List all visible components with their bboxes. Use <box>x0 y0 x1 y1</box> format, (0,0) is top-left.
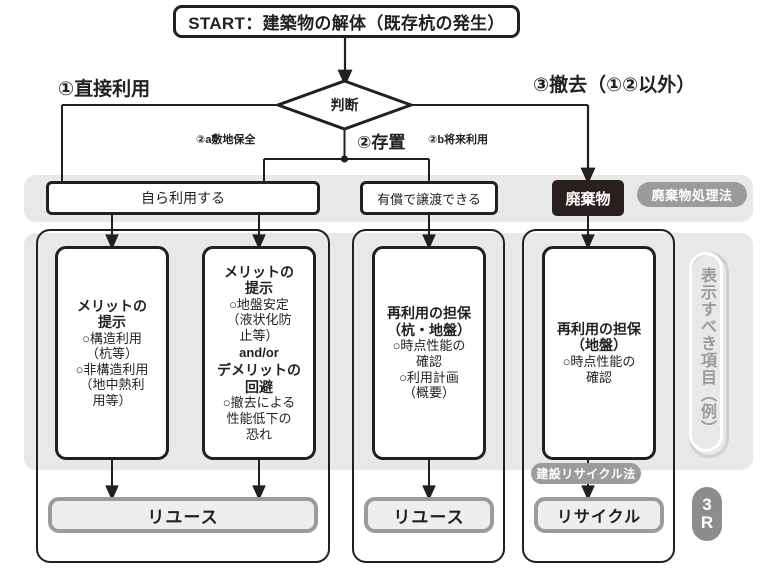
badge-construction-recycle-law: 建設リサイクル法 <box>531 463 641 484</box>
side-callout-label: 表示すべき項目（例） <box>698 267 715 437</box>
badge-3r: 3 R <box>692 487 722 541</box>
result-recycle-label: リサイクル <box>556 509 642 526</box>
column-container-remove <box>522 229 675 563</box>
side-callout-display-items: 表示すべき項目（例） <box>689 252 723 452</box>
branch-label-2a: ②a敷地保全 <box>196 134 256 146</box>
column-container-direct <box>36 229 330 563</box>
card-a-item-0: ○構造利用 <box>82 330 142 346</box>
card-b-item-top-1: （液状化防 <box>226 312 292 328</box>
branch-label-remove: ③撤去（①②以外） <box>533 75 696 96</box>
result-reuse-store-label: リユース <box>393 507 465 527</box>
result-reuse-direct: リユース <box>48 497 318 533</box>
card-b-title-3: デメリットの <box>217 362 301 379</box>
card-b-item-bot-0: ○撤去による <box>222 395 296 411</box>
card-d-item-0: ○時点性能の <box>562 353 636 369</box>
card-a-item-2: ○非構造利用 <box>75 361 149 377</box>
start-label: START：建築物の解体（既存杭の発生） <box>188 14 505 33</box>
card-a-title-1: メリットの <box>77 297 147 314</box>
box-sell: 有償で譲渡できる <box>360 181 498 215</box>
card-b-item-top-0: ○地盤安定 <box>229 296 289 312</box>
badge-construction-recycle-law-label: 建設リサイクル法 <box>536 467 636 481</box>
box-sell-label: 有償で譲渡できる <box>377 191 481 207</box>
card-b-item-bot-1: 性能低下の <box>226 411 292 427</box>
card-d-item-1: 確認 <box>585 369 612 385</box>
badge-waste-disposal-law-label: 廃棄物処理法 <box>651 188 733 203</box>
card-c-item-1: 確認 <box>415 353 442 369</box>
card-reuse-guarantee-ground: 再利用の担保 （地盤） ○時点性能の 確認 <box>542 246 656 460</box>
card-c-title-1: 再利用の担保 <box>387 305 471 322</box>
card-d-title-1: 再利用の担保 <box>557 320 641 337</box>
card-d-title-2: （地盤） <box>571 337 627 354</box>
card-b-item-bot-2: 恐れ <box>245 426 272 442</box>
card-b-title-1: メリットの <box>224 263 294 280</box>
decision-node: 判断 <box>278 81 411 129</box>
card-c-title-2: （杭・地盤） <box>387 321 471 338</box>
card-a-item-4: 用等） <box>92 392 132 408</box>
branch-label-direct: ①直接利用 <box>58 79 151 100</box>
card-reuse-guarantee-pile-ground: 再利用の担保 （杭・地盤） ○時点性能の 確認 ○利用計画 （概要） <box>372 246 486 460</box>
card-c-item-3: （概要） <box>402 385 455 401</box>
card-c-item-0: ○時点性能の <box>392 338 466 354</box>
branch-label-2b: ②b将来利用 <box>428 134 489 146</box>
branch-label-store: ②存置 <box>357 133 406 152</box>
box-self-use-label: 自ら利用する <box>141 190 225 206</box>
card-merit-structural: メリットの 提示 ○構造利用 （杭等） ○非構造利用 （地中熱利 用等） <box>55 246 169 460</box>
badge-3r-line1: 3 <box>702 495 712 515</box>
card-b-title-4: 回避 <box>245 378 273 395</box>
card-a-item-1: （杭等） <box>85 346 138 362</box>
start-box: START：建築物の解体（既存杭の発生） <box>173 5 520 38</box>
box-waste-label: 廃棄物 <box>565 190 611 208</box>
card-c-item-2: ○利用計画 <box>399 369 459 385</box>
card-b-item-top-2: 止等） <box>239 327 279 343</box>
result-recycle: リサイクル <box>534 497 664 533</box>
card-b-andor: and/or <box>239 344 279 360</box>
card-a-item-3: （地中熱利 <box>79 377 145 393</box>
card-b-title-2: 提示 <box>245 280 273 297</box>
card-merit-ground: メリットの 提示 ○地盤安定 （液状化防 止等） and/or デメリットの 回… <box>202 246 316 460</box>
badge-3r-line2: R <box>700 513 714 532</box>
box-waste: 廃棄物 <box>552 180 624 216</box>
result-reuse-direct-label: リユース <box>147 507 219 527</box>
result-reuse-store: リユース <box>364 497 494 533</box>
badge-waste-disposal-law: 廃棄物処理法 <box>637 182 747 207</box>
decision-label: 判断 <box>330 97 359 113</box>
card-a-title-2: 提示 <box>98 314 126 331</box>
column-container-store <box>352 229 505 563</box>
box-self-use: 自ら利用する <box>46 181 320 215</box>
